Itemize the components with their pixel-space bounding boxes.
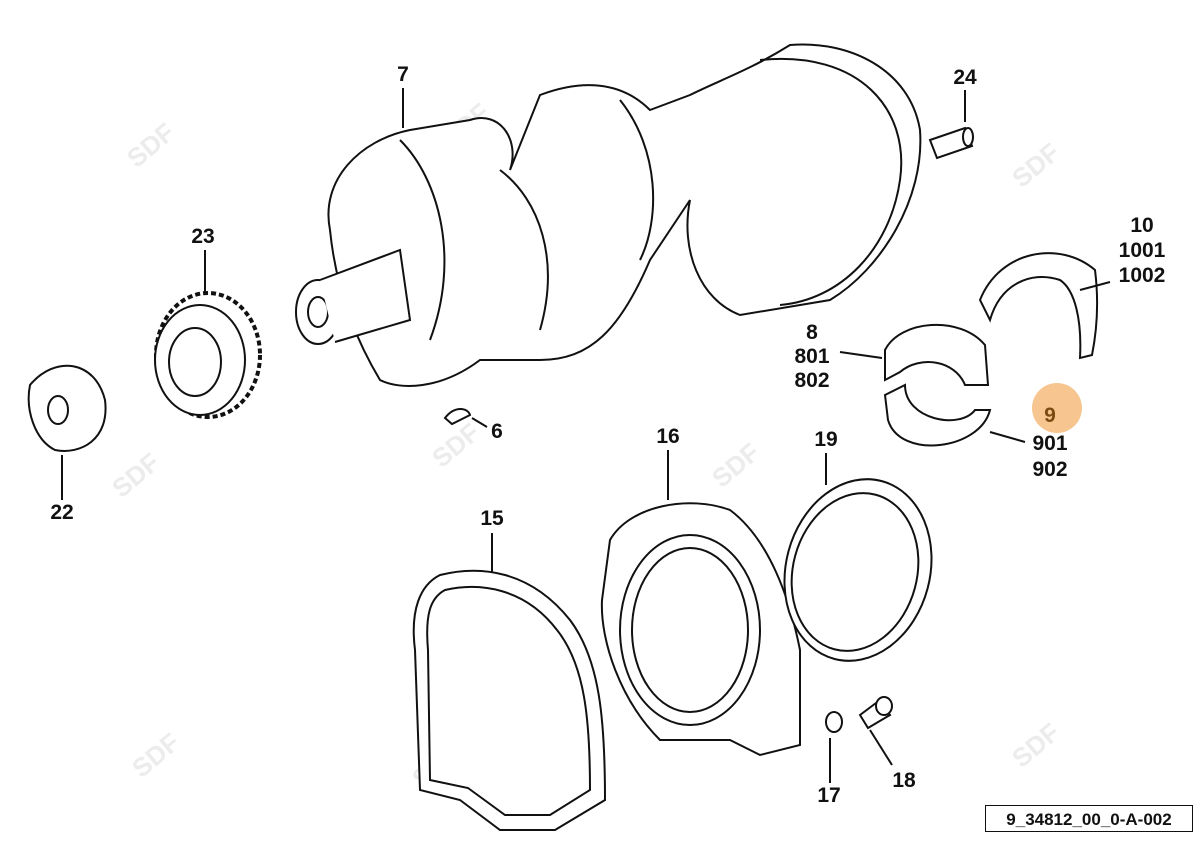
callout-22[interactable]: 22 — [50, 501, 74, 524]
crankshaft-part[interactable] — [295, 43, 922, 387]
callout-9[interactable]: 9 — [1044, 404, 1056, 427]
callout-23[interactable]: 23 — [191, 225, 215, 248]
oil-seal-part[interactable] — [765, 453, 952, 678]
callout-1002[interactable]: 1002 — [1118, 264, 1166, 287]
callout-801[interactable]: 801 — [794, 345, 830, 368]
callout-1001[interactable]: 1001 — [1118, 239, 1166, 262]
woodruff-key-part[interactable] — [443, 408, 488, 428]
drawing-reference-code: 9_34812_00_0-A-002 — [985, 805, 1193, 832]
gasket-part[interactable] — [412, 533, 607, 831]
callout-18[interactable]: 18 — [892, 769, 916, 792]
washer-part[interactable] — [27, 364, 107, 500]
callout-16[interactable]: 16 — [656, 425, 680, 448]
rear-housing-part[interactable] — [600, 450, 801, 757]
callout-19[interactable]: 19 — [814, 428, 838, 451]
callout-901[interactable]: 901 — [1032, 432, 1068, 455]
dowel-pin-part[interactable] — [928, 90, 974, 160]
callout-24[interactable]: 24 — [953, 66, 977, 89]
callout-10[interactable]: 10 — [1130, 214, 1154, 237]
callout-15[interactable]: 15 — [480, 507, 504, 530]
callout-17[interactable]: 17 — [817, 784, 841, 807]
gear-part[interactable] — [154, 250, 262, 419]
callout-7[interactable]: 7 — [397, 63, 409, 86]
thrust-washer-part[interactable] — [978, 252, 1111, 360]
callout-902[interactable]: 902 — [1032, 458, 1068, 481]
small-washer-part[interactable] — [825, 711, 843, 783]
callout-8[interactable]: 8 — [806, 321, 818, 344]
bolt-part[interactable] — [858, 696, 893, 766]
main-bearing-lower-part[interactable] — [883, 383, 1026, 447]
callout-802[interactable]: 802 — [794, 369, 830, 392]
callout-6[interactable]: 6 — [491, 420, 503, 443]
highlight-marker — [1032, 383, 1082, 433]
main-bearing-upper-part[interactable] — [839, 324, 990, 386]
